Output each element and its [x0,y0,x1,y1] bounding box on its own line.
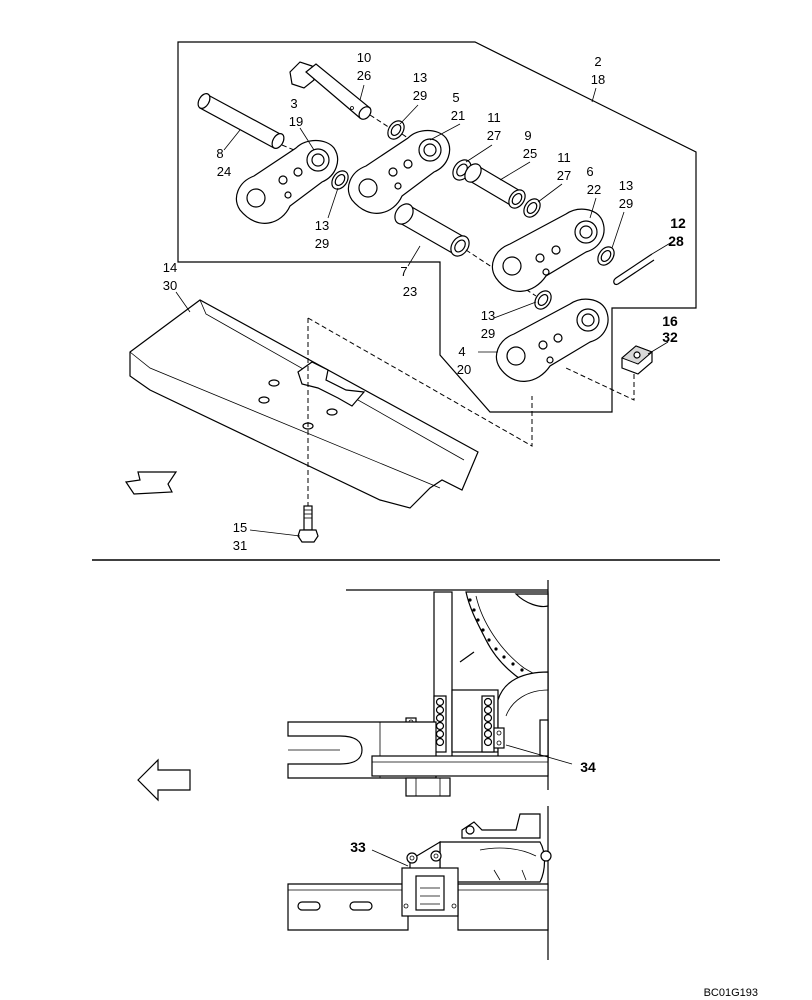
callout-4-bottom: 20 [457,362,471,377]
cotter-pin-12 [613,253,655,286]
roller-column-right [481,695,495,753]
bushing-9 [464,163,526,209]
callout-3: 3 19 [289,96,303,129]
callout-13a-bottom: 29 [413,88,427,103]
callout-6-bottom: 22 [587,182,601,197]
callout-11a: 11 27 [487,110,501,143]
link-5 [347,129,451,214]
front-direction-arrow-lower [137,758,191,802]
callout-11a-bottom: 27 [487,128,501,143]
callout-8-bottom: 24 [217,164,231,179]
callout-13a: 13 29 [413,70,427,103]
callout-7-bottom: 23 [403,284,417,299]
callout-13c: 13 29 [315,218,329,251]
callout-5-top: 5 [452,90,459,105]
callout-4-top: 4 [458,344,465,359]
callout-13d-bottom: 29 [481,326,495,341]
callout-6-top: 6 [586,164,593,179]
callout-13b-top: 13 [619,178,633,193]
callout-34: 34 [580,759,596,775]
link-4 [495,298,609,382]
callout-2-bottom: 18 [591,72,605,87]
callout-11a-top: 11 [487,110,501,125]
callout-13b-bottom: 29 [619,196,633,211]
callout-10-top: 10 [357,50,371,65]
callout-14: 14 30 [163,260,177,293]
callout-11b-top: 11 [557,150,571,165]
callout-11b-bottom: 27 [557,168,571,183]
callout-12-bottom: 28 [668,233,684,249]
callout-16-bottom: 32 [662,329,678,345]
callout-16: 16 32 [662,313,678,345]
callout-7-top: 7 [400,264,407,279]
leader-lines [175,84,673,537]
assembly-boundary [177,41,697,413]
seal-13-upper [387,120,405,140]
callout-14-bottom: 30 [163,278,177,293]
link-3 [235,139,339,224]
callout-2: 2 18 [591,54,605,87]
callout-9-top: 9 [524,128,531,143]
front-direction-arrow-upper [124,471,178,495]
callout-10-bottom: 26 [357,68,371,83]
callout-13d-top: 13 [481,308,495,323]
callout-15-top: 15 [233,520,247,535]
pin-10 [289,61,372,120]
callout-16-top: 16 [662,313,678,329]
callout-8: 8 24 [216,146,231,179]
link-6 [491,208,605,292]
pin-10-axis [369,114,391,129]
callout-5-bottom: 21 [451,108,465,123]
callout-11b: 11 27 [557,150,571,183]
callout-13b: 13 29 [619,178,633,211]
seal-13-left [331,170,349,190]
installation-view-lower [287,806,552,960]
callout-3-bottom: 19 [289,114,303,129]
callout-8-top: 8 [216,146,223,161]
callout-14-top: 14 [163,260,177,275]
callout-10: 10 26 [357,50,371,83]
callout-7: 7 23 [400,264,417,299]
installation-view-upper [287,580,549,797]
nut-16 [621,345,653,375]
drawing-code: BC01G193 [704,987,758,999]
callout-2-top: 2 [594,54,601,69]
callout-33: 33 [350,839,366,855]
callout-9: 9 25 [523,128,537,161]
bolt-15 [297,505,319,543]
callout-13c-top: 13 [315,218,329,233]
callout-13c-bottom: 29 [315,236,329,251]
callout-4: 4 20 [457,344,471,377]
callout-5: 5 21 [451,90,465,123]
bushing-7 [394,203,470,257]
callout-6: 6 22 [586,164,601,197]
callout-13d: 13 29 [481,308,495,341]
seal-11-second [523,198,541,218]
pin-8 [197,93,285,149]
callout-3-top: 3 [290,96,297,111]
callout-12-top: 12 [670,215,686,231]
seal-13-right [597,246,615,266]
callout-15-bottom: 31 [233,538,247,553]
track-shoe-14 [129,299,479,509]
seal-13-lower [534,290,552,310]
callout-13a-top: 13 [413,70,427,85]
callout-12: 12 28 [668,215,686,249]
callout-15: 15 31 [233,520,247,553]
callout-9-bottom: 25 [523,146,537,161]
